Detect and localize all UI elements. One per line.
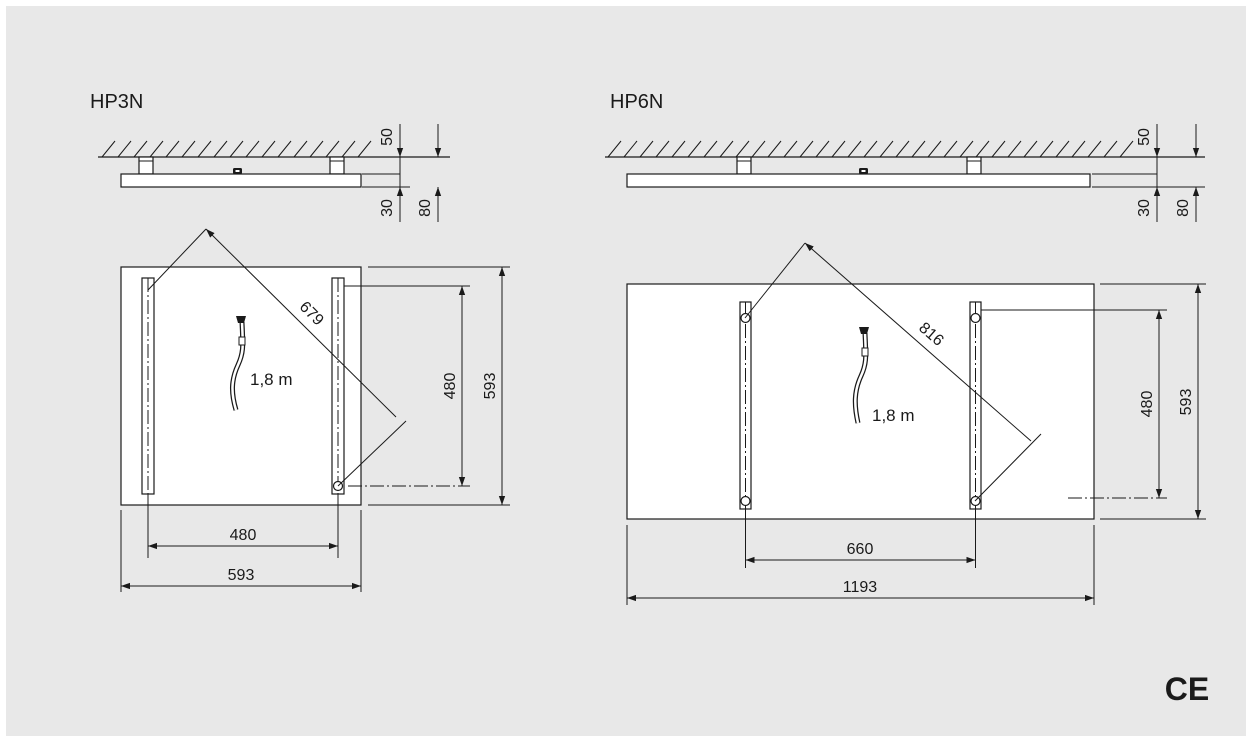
- dim-inner-width: 480: [230, 527, 257, 544]
- dim-inner-height: 480: [1139, 391, 1156, 418]
- hp6n-drawing: HP6N 50 30 80: [605, 91, 1206, 605]
- panel-front: [120, 266, 362, 506]
- dim-height: 593: [482, 373, 499, 400]
- hp6n-front-view: 816 1,8 m 480 593 660: [626, 242, 1206, 605]
- mount-bracket-left: [138, 156, 154, 175]
- power-cable-icon: [230, 316, 246, 411]
- dim-mount-gap: 30: [1136, 199, 1153, 217]
- dim-total-depth: 80: [417, 199, 434, 217]
- cable-length-label: 1,8 m: [872, 406, 915, 425]
- connector-icon: [859, 168, 868, 174]
- power-cable-icon: [852, 327, 869, 424]
- diagonal-dimension-line: [205, 228, 397, 418]
- panel-side: [626, 173, 1091, 188]
- dim-width: 593: [228, 567, 255, 584]
- mount-bracket-right: [329, 156, 345, 175]
- dim-total-depth: 80: [1175, 199, 1192, 217]
- hp3n-drawing: HP3N 50 30 80: [90, 91, 510, 592]
- ce-mark-icon: CE: [1165, 671, 1209, 707]
- panel-side: [120, 173, 362, 188]
- panel-front: [626, 283, 1095, 520]
- hp3n-side-view: 50 30 80: [98, 124, 450, 222]
- diagonal-dimension-line: [804, 242, 1032, 442]
- dim-ceiling-gap: 50: [1136, 128, 1153, 146]
- dim-inner-width: 660: [847, 541, 874, 558]
- model-title-hp3n: HP3N: [90, 91, 143, 113]
- hp3n-front-view: 679 1,8 m 480 593 480: [120, 228, 510, 592]
- dim-ceiling-gap: 50: [379, 128, 396, 146]
- mount-hole: [970, 312, 981, 324]
- dim-height: 593: [1178, 389, 1195, 416]
- connector-icon: [233, 168, 242, 174]
- dim-mount-gap: 30: [379, 199, 396, 217]
- mount-bracket-right: [966, 156, 982, 175]
- model-title-hp6n: HP6N: [610, 91, 663, 113]
- ceiling-hatch: [607, 140, 1134, 158]
- mount-bracket-left: [736, 156, 752, 175]
- dim-inner-height: 480: [442, 373, 459, 400]
- cable-length-label: 1,8 m: [250, 370, 293, 389]
- mount-hole: [740, 495, 751, 507]
- dim-width: 1193: [843, 579, 878, 596]
- ceiling-hatch: [101, 140, 372, 158]
- hp6n-side-view: 50 30 80: [605, 124, 1205, 222]
